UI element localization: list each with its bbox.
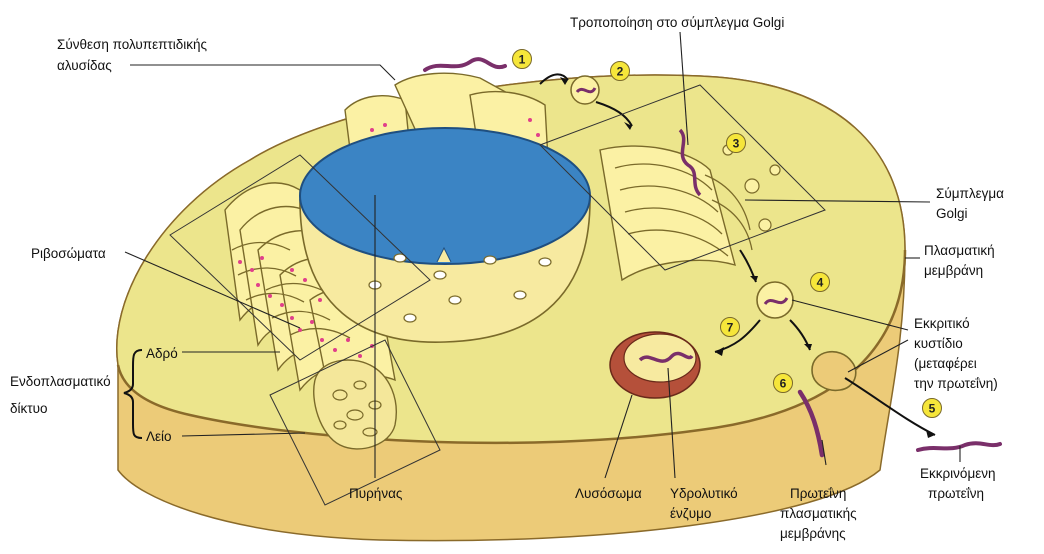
label-er: Ενδοπλασματικό — [10, 374, 111, 389]
label-ribosomes: Ριβοσώματα — [31, 246, 106, 261]
svg-text:3: 3 — [733, 137, 740, 151]
label-golgi-complex: Σύμπλεγμα — [936, 186, 1004, 201]
step-badge-3: 3 — [727, 134, 746, 153]
label-polypeptide-synthesis: Σύνθεση πολυπεπτιδικής — [57, 37, 208, 52]
label-golgi-complex-2: Golgi — [936, 206, 968, 221]
label-polypeptide-synthesis-2: αλυσίδας — [57, 58, 112, 73]
label-secretory-vesicle-4: την πρωτεΐνη) — [914, 376, 998, 391]
label-secreted-protein-2: πρωτεΐνη — [928, 486, 984, 501]
svg-text:1: 1 — [519, 53, 526, 67]
step-badge-2: 2 — [611, 62, 630, 81]
label-plasma-membrane-2: μεμβράνη — [924, 263, 983, 278]
nucleus — [300, 128, 590, 342]
svg-text:5: 5 — [929, 402, 936, 416]
nucleoplasm — [300, 128, 590, 264]
label-golgi-modification: Τροποποίηση στο σύμπλεγμα Golgi — [570, 15, 784, 30]
svg-text:7: 7 — [727, 321, 734, 335]
label-hydrolytic-enzyme-2: ένζυμο — [670, 506, 711, 521]
label-membrane-protein-2: πλασματικής — [780, 506, 857, 521]
step-badge-7: 7 — [721, 318, 740, 337]
label-lysosome: Λυσόσωμα — [575, 486, 642, 501]
label-membrane-protein: Πρωτεΐνη — [790, 486, 846, 501]
svg-text:6: 6 — [780, 377, 787, 391]
label-er-2: δίκτυο — [10, 401, 48, 416]
step-badge-5: 5 — [923, 399, 942, 418]
secreted-protein — [918, 443, 1000, 450]
label-rough-er: Αδρό — [146, 346, 178, 361]
label-nucleus: Πυρήνας — [349, 486, 403, 501]
label-secreted-protein: Εκκρινόμενη — [920, 466, 996, 481]
step-badge-1: 1 — [513, 50, 532, 69]
label-membrane-protein-3: μεμβράνης — [780, 526, 846, 541]
label-secretory-vesicle: Εκκριτικό — [914, 316, 970, 331]
svg-text:2: 2 — [617, 65, 624, 79]
label-smooth-er: Λείο — [146, 429, 172, 444]
lysosome — [610, 332, 700, 398]
step-badge-6: 6 — [774, 374, 793, 393]
label-hydrolytic-enzyme: Υδρολυτικό — [670, 486, 738, 501]
label-plasma-membrane: Πλασματική — [924, 243, 995, 258]
label-secretory-vesicle-2: κυστίδιο — [914, 336, 963, 351]
polypeptide-chain — [425, 59, 505, 70]
step-badge-4: 4 — [811, 273, 830, 292]
svg-text:4: 4 — [817, 276, 824, 290]
label-secretory-vesicle-3: (μεταφέρει — [914, 356, 977, 371]
